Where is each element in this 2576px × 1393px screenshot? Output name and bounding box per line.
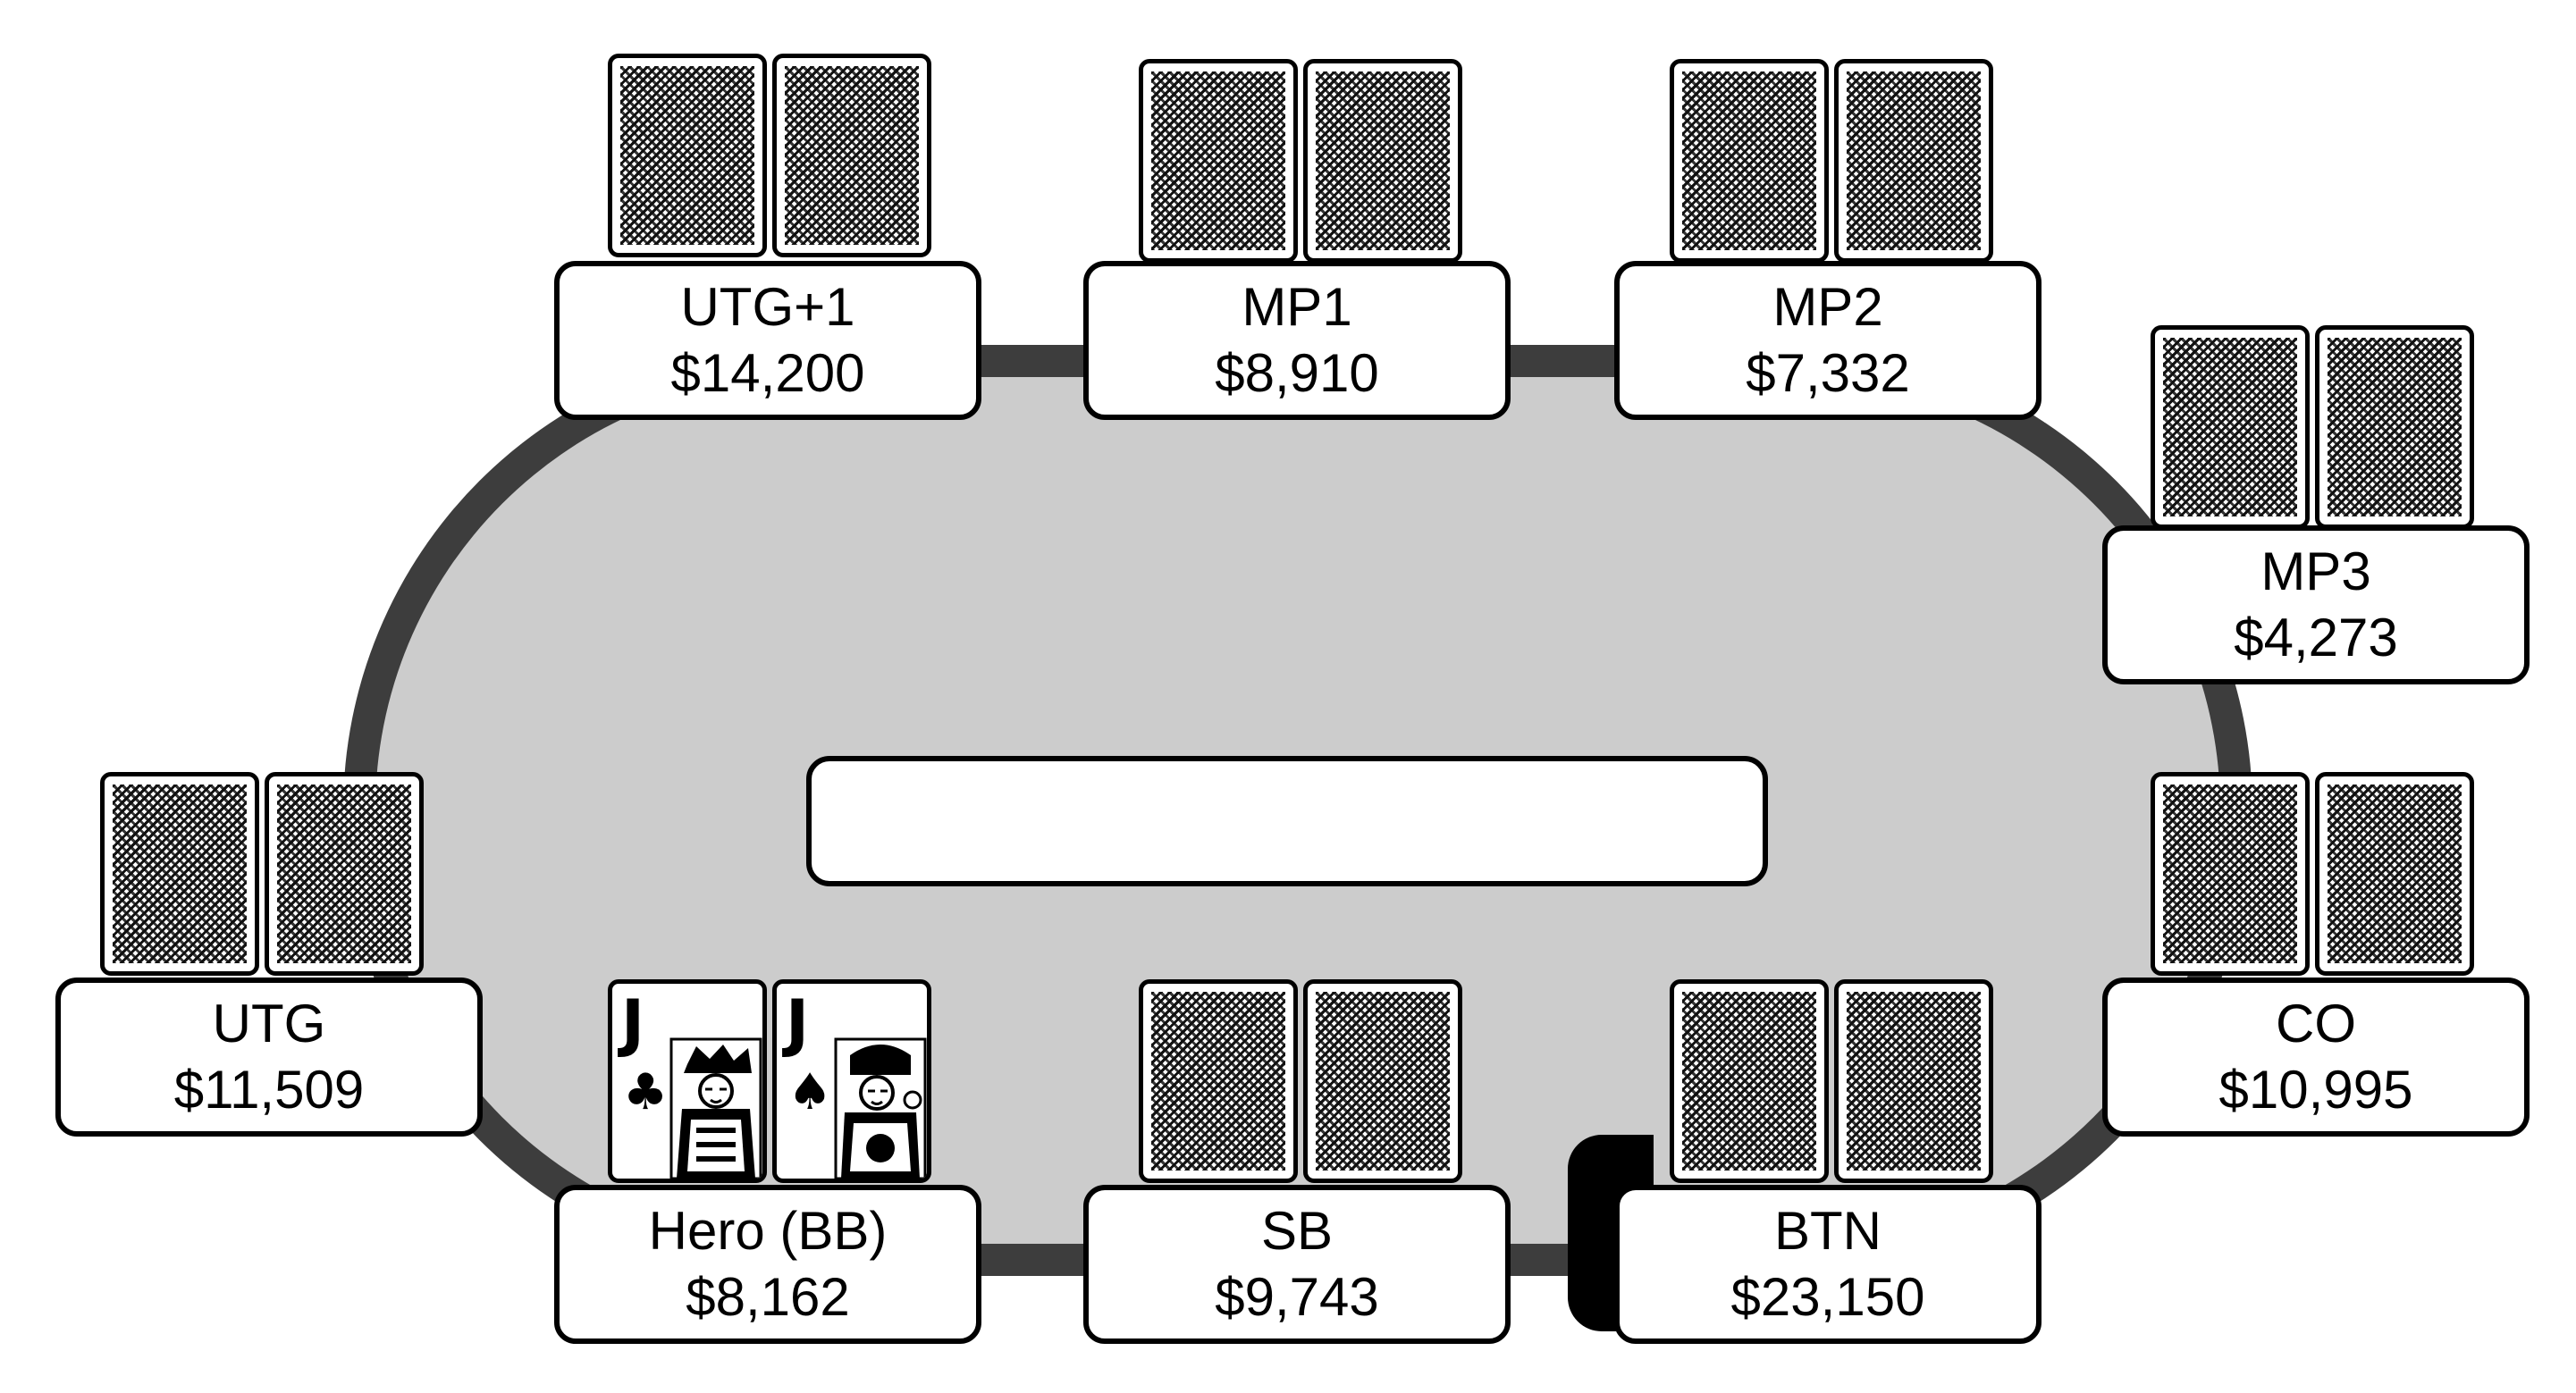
card-back <box>100 772 259 976</box>
card-back <box>2151 325 2310 529</box>
card-back <box>1670 59 1829 263</box>
card-back <box>772 54 931 257</box>
seat-position-label: BTN <box>1774 1201 1881 1261</box>
card-back <box>1303 59 1462 263</box>
seat-stack-amount: $11,509 <box>173 1060 365 1120</box>
seat-co[interactable]: CO $10,995 <box>2102 978 2530 1137</box>
seat-stack-amount: $23,150 <box>1730 1267 1925 1327</box>
card-back <box>1139 59 1298 263</box>
seat-stack-amount: $8,910 <box>1215 343 1379 403</box>
jack-face-art-icon <box>669 1037 762 1179</box>
seat-position-label: SB <box>1260 1201 1334 1261</box>
card-back <box>1303 979 1462 1183</box>
seat-btn[interactable]: BTN $23,150 <box>1614 1185 2041 1344</box>
jack-face-art-icon <box>834 1037 927 1179</box>
card-rank: J <box>786 986 810 1060</box>
seat-position-label: UTG <box>212 994 326 1053</box>
seat-stack-amount: $8,162 <box>686 1267 850 1327</box>
card-rank: J <box>621 986 645 1060</box>
seat-utg[interactable]: UTG $11,509 <box>55 978 483 1137</box>
seat-utg-plus-1[interactable]: UTG+1 $14,200 <box>554 261 981 420</box>
seat-mp2[interactable]: MP2 $7,332 <box>1614 261 2041 420</box>
card-back <box>1670 979 1829 1183</box>
card-back <box>1834 979 1993 1183</box>
seat-sb[interactable]: SB $9,743 <box>1083 1185 1511 1344</box>
seat-position-label: MP1 <box>1242 277 1352 337</box>
seat-stack-amount: $4,273 <box>2234 608 2398 667</box>
hero-card-jack-of-clubs: J ♣ <box>608 979 767 1183</box>
seat-mp1[interactable]: MP1 $8,910 <box>1083 261 1511 420</box>
card-back <box>1139 979 1298 1183</box>
seat-stack-amount: $7,332 <box>1746 343 1910 403</box>
card-back <box>608 54 767 257</box>
clubs-icon: ♣ <box>623 1063 669 1121</box>
card-back <box>2315 772 2474 976</box>
seat-stack-amount: $9,743 <box>1215 1267 1379 1327</box>
seat-stack-amount: $10,995 <box>2218 1060 2413 1120</box>
seat-position-label: Hero (BB) <box>648 1201 888 1261</box>
seat-position-label: MP2 <box>1772 277 1883 337</box>
card-back <box>265 772 424 976</box>
seat-position-label: CO <box>2276 994 2356 1053</box>
seat-position-label: UTG+1 <box>680 277 855 337</box>
seat-stack-amount: $14,200 <box>670 343 865 403</box>
card-back <box>2151 772 2310 976</box>
hero-card-jack-of-spades: J ♠ <box>772 979 931 1183</box>
spades-icon: ♠ <box>787 1063 833 1121</box>
seat-mp3[interactable]: MP3 $4,273 <box>2102 525 2530 684</box>
seat-position-label: MP3 <box>2260 541 2371 601</box>
card-back <box>1834 59 1993 263</box>
pot-display <box>806 756 1768 886</box>
card-back <box>2315 325 2474 529</box>
seat-hero-bb[interactable]: Hero (BB) $8,162 <box>554 1185 981 1344</box>
